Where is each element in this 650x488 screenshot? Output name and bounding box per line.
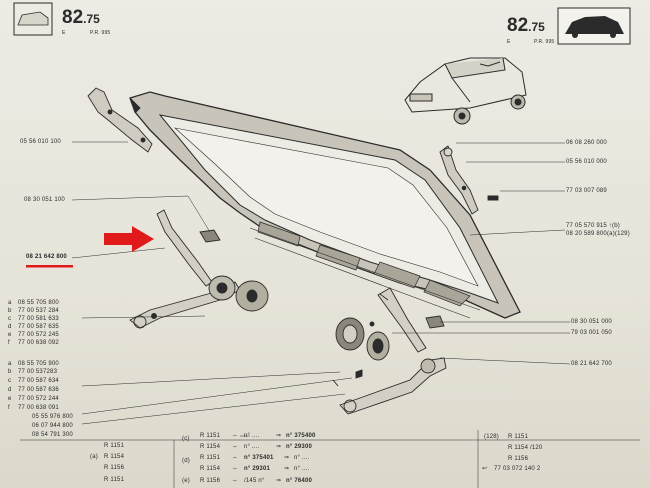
- car-thumbnail-right-icon: [557, 7, 631, 45]
- stay-right: [332, 287, 447, 415]
- group2-mark-d: d: [8, 387, 12, 393]
- group2-code-e: 77 00 572 244: [18, 396, 59, 402]
- group1-mark-c: c: [8, 316, 12, 322]
- row2-from: n° ....: [244, 444, 260, 450]
- row4-arrow-icon: ⇔: [232, 466, 239, 472]
- group1-mark-f: f: [8, 340, 10, 346]
- part-label-right-1: 06 08 260 000: [566, 140, 607, 146]
- highlight-arrow-icon: [104, 226, 154, 252]
- model-2: R 1154: [104, 454, 125, 460]
- row3-from: n° 375401: [244, 455, 274, 461]
- group2-code-c: 77 00 587 634: [18, 378, 59, 384]
- page-edition-e: E: [62, 30, 66, 36]
- page-edition-pr-right: P.R. 995: [534, 39, 555, 45]
- part-label-right-7: 79 03 001 050: [571, 330, 612, 336]
- group2-mark-f: f: [8, 405, 10, 411]
- row1-to-arrow-icon: ⇒: [276, 433, 282, 439]
- part-label-right-2: 05 56 010 000: [566, 159, 607, 165]
- row1-from: n° ....: [244, 433, 260, 439]
- part-label-right-4: 77 05 570 915 ↑(b): [566, 223, 620, 229]
- model-4: R 1151: [104, 477, 125, 483]
- page-number-sub: .75: [83, 12, 100, 26]
- row3-to: n° ....: [294, 455, 310, 461]
- right-block-arrow-icon: ↩: [482, 466, 488, 472]
- leader-lines: [71, 141, 571, 425]
- compat-table-lines: [20, 430, 640, 488]
- page-edition-pr: P.R. 995: [90, 30, 111, 36]
- part-label-bottom-3: 08 54 791 300: [32, 432, 73, 438]
- hinge-right: [439, 145, 499, 215]
- row5-model: R 1156: [200, 478, 221, 484]
- group1-code-d: 77 00 587 635: [18, 324, 59, 330]
- group2-mark-a: a: [8, 361, 12, 367]
- group1-mark-b: b: [8, 308, 12, 314]
- group2-code-b: 77 00 537283: [18, 369, 58, 375]
- row1-arrow-icon: ⇔: [232, 433, 239, 439]
- part-label-left-2: 08 30 051 100: [24, 197, 65, 203]
- group1-code-c: 77 00 581 633: [18, 316, 59, 322]
- group1-mark-a: a: [8, 300, 12, 306]
- group1-code-e: 77 00 572 245: [18, 332, 59, 338]
- car-illustration: [404, 57, 527, 125]
- group1-mark-e: e: [8, 332, 12, 338]
- page-edition-e-right: E: [507, 39, 511, 45]
- stay-left: [129, 209, 269, 329]
- row2-to: n° 29300: [286, 444, 313, 450]
- part-label-right-8: 08 21 642 700: [571, 361, 612, 367]
- page-number-sub-right: .75: [528, 20, 545, 34]
- right-block-line-3: R 1156: [508, 456, 529, 462]
- row4-from: n° 29301: [244, 466, 271, 472]
- row3-to-arrow-icon: ⇒: [284, 455, 290, 461]
- group1-mark-d: d: [8, 324, 12, 330]
- part-label-left-1: 05 56 010 100: [20, 139, 61, 145]
- hinge-left: [87, 87, 153, 153]
- group2-mark-e: e: [8, 396, 12, 402]
- right-block-code: (128): [484, 434, 500, 440]
- row5-from: /145 n°: [244, 478, 265, 484]
- right-block-footer: 77 03 072 140 2: [494, 466, 541, 472]
- row2-to-arrow-icon: ⇒: [276, 444, 282, 450]
- group2-mark-b: b: [8, 369, 12, 375]
- row3-mark: (d): [182, 458, 190, 464]
- row5-to-arrow-icon: ⇒: [276, 478, 282, 484]
- model-mark-a: (a): [90, 454, 98, 460]
- group1-code-f: 77 00 638 092: [18, 340, 59, 346]
- group2-code-d: 77 00 587 636: [18, 387, 59, 393]
- part-label-bottom-1: 05 55 976 800: [32, 414, 73, 420]
- group1-code-b: 77 00 537 284: [18, 308, 59, 314]
- highlight-underline: [26, 265, 73, 268]
- part-label-right-6: 08 30 051 000: [571, 319, 612, 325]
- row1-model: R 1151: [200, 433, 221, 439]
- row3-model: R 1151: [200, 455, 221, 461]
- group2-mark-c: c: [8, 378, 12, 384]
- row4-to-arrow-icon: ⇒: [284, 466, 290, 472]
- right-block-line-1: R 1151: [508, 434, 529, 440]
- model-3: R 1156: [104, 465, 125, 471]
- row4-to: n° ....: [294, 466, 310, 472]
- row2-model: R 1154: [200, 444, 221, 450]
- tailgate-frame: [129, 91, 521, 319]
- model-1: R 1151: [104, 443, 125, 449]
- group2-code-f: 77 00 638 091: [18, 405, 59, 411]
- row5-arrow-icon: ⇔: [232, 478, 239, 484]
- row4-model: R 1154: [200, 466, 221, 472]
- page-number-main-right: 82: [507, 15, 529, 36]
- group1-code-a: 08 55 705 800: [18, 300, 59, 306]
- part-label-right-5: 08 20 589 800(a)(129): [566, 231, 630, 237]
- group2-code-a: 08 55 705 900: [18, 361, 59, 367]
- row1-to: n° 375400: [286, 433, 316, 439]
- part-label-right-3: 77 03 007 089: [566, 188, 607, 194]
- right-block-line-2: R 1154 /120: [508, 445, 543, 451]
- row2-arrow-icon: ⇔: [232, 444, 239, 450]
- row1-mark: (c): [182, 436, 190, 442]
- highlighted-part-number: 08 21 642 800: [26, 254, 67, 260]
- part-label-bottom-2: 06 07 944 800: [32, 423, 73, 429]
- row3-arrow-icon: ⇔: [232, 455, 239, 461]
- row5-to: n° 76400: [286, 478, 313, 484]
- page-number-main: 82: [62, 7, 84, 28]
- row5-mark: (e): [182, 478, 190, 484]
